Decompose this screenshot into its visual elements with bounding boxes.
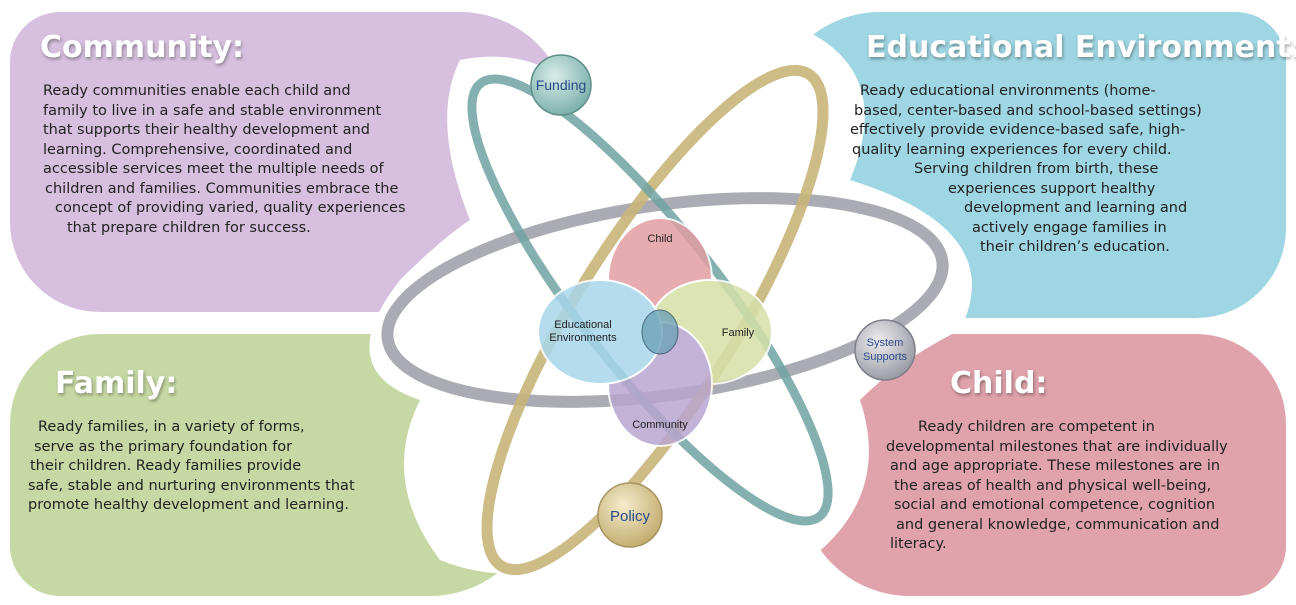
family-description: Ready families, in a variety of forms, s… — [26, 418, 386, 516]
policy-label: Policy — [610, 508, 651, 525]
child-line: and general knowledge, communication and — [896, 516, 1220, 533]
community-line: accessible services meet the multiple ne… — [43, 161, 384, 177]
community-line: family to live in a safe and stable envi… — [43, 102, 382, 119]
venn-center — [641, 309, 679, 355]
community-line: children and families. Communities embra… — [45, 180, 399, 197]
educational-line: Ready educational environments (home- — [860, 83, 1156, 99]
educational-circle-label-line1: Educational — [554, 319, 612, 331]
educational-environment-title: Educational Environment: — [866, 30, 1296, 65]
community-line: learning. Comprehensive, coordinated and — [43, 141, 353, 158]
educational-line: quality learning experiences for every c… — [852, 141, 1172, 158]
educational-environment-description: Ready educational environments (home- ba… — [840, 82, 1260, 258]
funding-node — [530, 54, 592, 116]
community-title: Community: — [40, 30, 245, 65]
child-line: social and emotional competence, cogniti… — [894, 497, 1216, 513]
child-circle-label: Child — [647, 233, 672, 245]
educational-circle-label-line2: Environments — [549, 332, 617, 344]
family-line: promote healthy development and learning… — [28, 497, 349, 513]
community-line: that supports their healthy development … — [43, 122, 370, 138]
educational-line: their children’s education. — [980, 239, 1170, 255]
educational-line: based, center-based and school-based set… — [854, 102, 1202, 119]
child-line: and age appropriate. These milestones ar… — [890, 458, 1221, 474]
child-line: the areas of health and physical well-be… — [894, 477, 1212, 494]
system-supports-label-line2: Supports — [863, 351, 908, 363]
educational-line: Serving children from birth, these — [914, 161, 1159, 177]
educational-line: development and learning and — [964, 200, 1188, 216]
family-line: serve as the primary foundation for — [34, 438, 293, 455]
child-line: Ready children are competent in — [918, 419, 1155, 435]
community-line: that prepare children for success. — [67, 219, 311, 236]
educational-line: effectively provide evidence-based safe,… — [850, 122, 1186, 138]
family-circle-label: Family — [722, 327, 755, 339]
funding-label: Funding — [536, 77, 587, 93]
policy-node — [597, 482, 663, 548]
educational-line: actively engage families in — [972, 219, 1167, 236]
family-line: safe, stable and nurturing environments … — [28, 477, 355, 494]
child-description: Ready children are competent in developm… — [880, 418, 1260, 555]
system-supports-label-line1: System — [867, 337, 904, 349]
community-description: Ready communities enable each child and … — [35, 82, 455, 238]
community-line: Ready communities enable each child and — [43, 83, 351, 99]
community-line: concept of providing varied, quality exp… — [55, 200, 406, 216]
family-line: Ready families, in a variety of forms, — [38, 419, 305, 435]
child-line: literacy. — [890, 536, 947, 552]
educational-line: experiences support healthy — [948, 180, 1156, 197]
community-circle-label: Community — [632, 419, 688, 431]
system-supports-node — [854, 319, 916, 381]
family-title: Family: — [55, 366, 178, 401]
child-title: Child: — [950, 366, 1048, 401]
family-line: their children. Ready families provide — [30, 458, 302, 474]
child-line: developmental milestones that are indivi… — [886, 438, 1228, 455]
